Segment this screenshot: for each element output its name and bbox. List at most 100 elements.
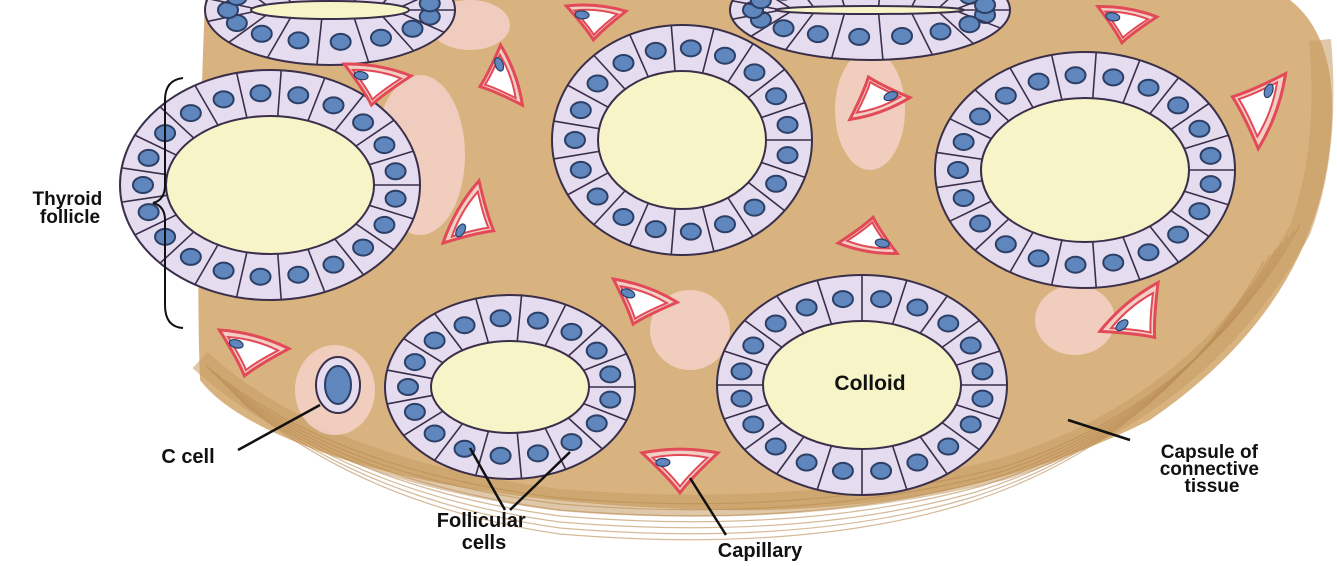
follicular-cell-nucleus [954,190,974,206]
follicular-cell-nucleus [743,416,763,432]
thyroid-follicle-label: Thyroid follicle [33,189,108,228]
follicular-cell-nucleus [181,105,201,121]
follicular-cell-nucleus [1029,74,1049,90]
capsule-label: Capsule of connective tissue [1160,442,1265,497]
follicular-cell-nucleus [1029,250,1049,266]
follicular-cell-nucleus [1103,255,1123,271]
follicular-cell-nucleus [871,291,891,307]
follicular-cell-nucleus [732,391,752,407]
follicular-cell-nucleus [959,16,979,32]
follicular-cell-nucleus [970,216,990,232]
follicular-cell-nucleus [288,32,308,48]
follicular-cell-nucleus [797,299,817,315]
follicular-cell-nucleus [571,162,591,178]
follicular-cell-nucleus [1201,148,1221,164]
follicular-cell-nucleus [833,291,853,307]
follicular-cell-nucleus [1168,227,1188,243]
follicular-cell-nucleus [331,34,351,50]
follicular-cell-nucleus [1189,121,1209,137]
follicular-cell-nucleus [420,0,440,11]
colloid-label: Colloid [834,372,905,395]
follicular-cell-nucleus [252,26,272,42]
follicular-cell-nucleus [972,391,992,407]
follicular-cell-nucleus [214,91,234,107]
capillary-label: Capillary [718,540,803,562]
follicular-cell-nucleus [324,97,344,113]
follicular-cell-nucleus [374,137,394,153]
c-cell [316,357,360,413]
follicular-cell-nucleus [766,88,786,104]
follicular-cell-nucleus [528,445,548,461]
follicular-cell-nucleus [681,224,701,240]
follicular-cell-nucleus [528,313,548,329]
follicular-cell-nucleus [833,463,853,479]
c-cell-label: C cell [161,446,214,468]
follicular-cell-nucleus [797,455,817,471]
follicular-cell-nucleus [931,24,951,40]
follicular-cell-nucleus [646,221,666,237]
follicular-cell-nucleus [871,463,891,479]
thyroid-follicle [552,25,812,255]
follicular-cell-nucleus [1139,244,1159,260]
colloid-lumen [431,341,589,433]
colloid-lumen [251,1,409,19]
follicular-cell-nucleus [386,163,406,179]
follicular-cell-nucleus [587,415,607,431]
follicular-cell-nucleus [681,40,701,56]
follicular-cell-nucleus [1103,69,1123,85]
follicular-cell-nucleus [251,85,271,101]
follicular-cell-nucleus [588,189,608,205]
follicular-cell-nucleus [139,150,159,166]
follicular-cell-nucleus [751,0,771,8]
follicular-cell-nucleus [954,134,974,150]
follicular-cell-nucleus [405,354,425,370]
follicular-cell-nucleus [587,343,607,359]
follicular-cell-nucleus [491,310,511,326]
follicular-cell-nucleus [386,191,406,207]
follicular-cell-nucleus [715,216,735,232]
follicular-cell-nucleus [766,176,786,192]
follicular-cell-nucleus [1168,97,1188,113]
follicular-cell-nucleus [565,132,585,148]
follicular-cell-nucleus [892,28,912,44]
follicular-cell-nucleus [571,102,591,118]
follicular-cell-nucleus [561,434,581,450]
follicular-cell-nucleus [600,392,620,408]
follicular-cell-nucleus [766,315,786,331]
colloid-lumen [981,98,1189,242]
follicular-cell-nucleus [808,26,828,42]
follicular-cell-nucleus [975,0,995,13]
follicular-cell-nucleus [1066,257,1086,273]
follicular-cell-nucleus [405,404,425,420]
follicular-cell-nucleus [353,240,373,256]
follicular-cell-nucleus [970,108,990,124]
follicular-cell-nucleus [948,162,968,178]
follicular-cell-nucleus [938,439,958,455]
follicular-cell-nucleus [744,200,764,216]
follicular-cell-nucleus [371,30,391,46]
follicular-cell-nucleus [778,147,798,163]
follicular-cell-nucleus [778,117,798,133]
follicular-cell-nucleus [455,317,475,333]
follicular-cell-nucleus [374,217,394,233]
follicular-cell-nucleus [972,363,992,379]
follicular-cell-nucleus [133,177,153,193]
follicular-cell-nucleus [288,267,308,283]
follicular-cell-nucleus [288,87,308,103]
follicular-cell-nucleus [398,379,418,395]
follicular-cell-nucleus [561,324,581,340]
follicular-cell-nucleus [353,114,373,130]
follicular-cell-nucleus [324,257,344,273]
follicular-cell-nucleus [1201,176,1221,192]
follicular-cell-nucleus [403,21,423,37]
follicular-cell-nucleus [961,338,981,354]
follicular-cell-nucleus [907,299,927,315]
follicular-cell-nucleus [600,366,620,382]
colloid-lumen [166,116,374,254]
follicular-cell-nucleus [613,55,633,71]
follicular-cell-nucleus [715,48,735,64]
endothelial-nucleus [656,458,670,466]
follicular-cell-nucleus [588,75,608,91]
follicular-cell-nucleus [907,455,927,471]
follicular-cell-nucleus [139,204,159,220]
